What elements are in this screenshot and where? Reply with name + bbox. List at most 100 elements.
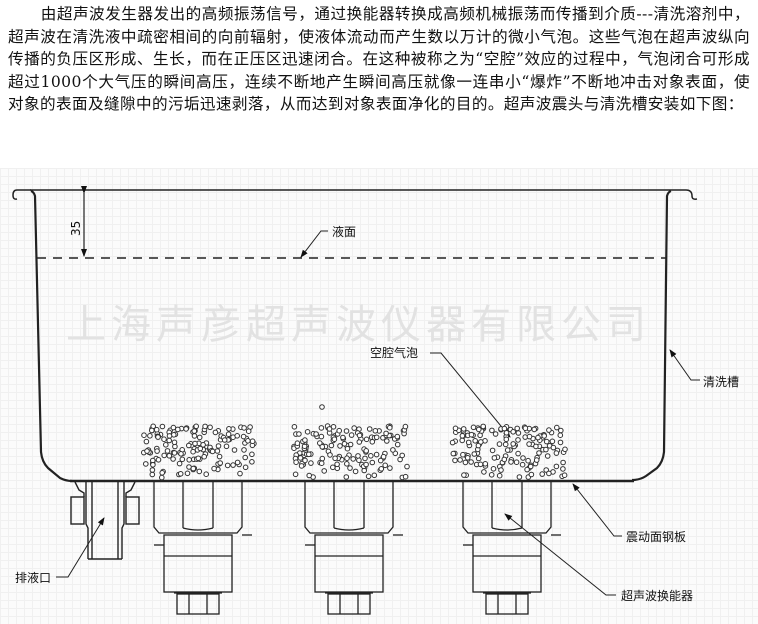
bubble	[221, 437, 228, 443]
bubble	[192, 440, 198, 447]
label-liquid-surface: 液面	[300, 224, 356, 258]
bubble	[461, 472, 467, 478]
bubble	[557, 439, 564, 446]
bubble	[533, 457, 540, 463]
bubble	[249, 438, 256, 445]
bubble	[245, 428, 252, 435]
svg-text:震动面钢板: 震动面钢板	[626, 530, 686, 544]
bubble	[319, 444, 326, 450]
bubble	[177, 471, 184, 477]
bubble	[478, 439, 484, 445]
bubble	[203, 471, 209, 478]
bubble	[224, 462, 231, 469]
bubble	[302, 437, 308, 443]
bubble	[337, 443, 343, 449]
bubble	[293, 459, 299, 466]
bubble	[234, 433, 240, 439]
bubble	[159, 474, 165, 481]
bubble	[306, 472, 313, 479]
bubble	[462, 459, 469, 466]
label-cavitation-bubbles: 空腔气泡	[370, 345, 511, 438]
bubble	[298, 463, 305, 469]
bubble	[399, 452, 406, 459]
bubble	[331, 436, 338, 443]
bubble	[489, 447, 496, 454]
bubble	[190, 465, 197, 472]
bubble	[196, 434, 203, 441]
bubble	[291, 424, 298, 430]
bubble	[355, 453, 361, 459]
bubble	[184, 470, 191, 477]
bubble	[369, 459, 376, 466]
bubble	[340, 434, 346, 441]
bubble	[217, 460, 223, 466]
bubble	[539, 471, 546, 477]
bubble	[143, 461, 149, 467]
bubble	[242, 464, 249, 471]
bubble	[215, 443, 222, 449]
bubble	[241, 425, 247, 431]
bubble	[328, 442, 335, 449]
bubble	[245, 438, 251, 444]
bubble	[318, 460, 325, 467]
bubble	[384, 438, 390, 444]
bubble	[297, 455, 304, 461]
bubble	[369, 439, 376, 445]
bubble	[459, 437, 466, 444]
bubble	[524, 466, 530, 473]
bubble	[196, 468, 203, 475]
bubble	[522, 425, 529, 432]
bubble	[533, 443, 539, 450]
bubble	[365, 473, 372, 480]
bubble	[490, 466, 497, 472]
bubble	[154, 448, 160, 454]
bubble	[150, 462, 156, 468]
bubble	[171, 450, 178, 456]
svg-text:排液口: 排液口	[15, 570, 51, 585]
bubble	[482, 461, 489, 467]
bubble	[193, 423, 199, 430]
bubble	[562, 446, 568, 453]
bubble	[387, 465, 393, 471]
bubble	[344, 445, 351, 452]
bubble	[166, 437, 172, 444]
bubble	[334, 461, 340, 468]
svg-text:空腔气泡: 空腔气泡	[370, 345, 418, 360]
bubble	[402, 423, 409, 430]
bubble	[159, 423, 166, 430]
bubble	[382, 462, 389, 469]
bubble	[249, 451, 255, 458]
bubble	[186, 457, 192, 463]
bubble	[166, 433, 173, 439]
cavitation-bubble-cluster	[291, 423, 410, 481]
bubble	[465, 439, 472, 446]
bubble	[242, 454, 248, 461]
bubble	[176, 460, 183, 467]
tank-outline	[12, 189, 698, 483]
label-transducer: 超声波换能器	[504, 513, 693, 603]
bubble	[526, 433, 533, 440]
bubble	[498, 467, 504, 473]
bubble	[153, 426, 160, 433]
bubble	[149, 427, 155, 434]
bubble	[363, 448, 370, 454]
bubble	[471, 451, 478, 457]
intro-paragraph: 由超声波发生器发出的高频振荡信号，通过换能器转换成高频机械振荡而传播到介质---…	[8, 5, 750, 114]
svg-text:清洗槽: 清洗槽	[703, 375, 739, 389]
bubble	[330, 464, 336, 471]
bubble	[336, 427, 343, 434]
bubble	[304, 429, 311, 435]
bubble	[553, 450, 560, 456]
bubble	[373, 434, 380, 441]
bubble	[306, 451, 312, 458]
bubble	[515, 450, 521, 457]
bubble	[508, 459, 514, 465]
bubble	[496, 472, 503, 479]
bubble	[143, 438, 150, 445]
bubble	[452, 457, 458, 464]
bubble	[504, 447, 511, 453]
bubble	[226, 426, 232, 432]
watermark: 上海声彦超声波仪器有限公司	[66, 302, 651, 348]
bubble	[526, 441, 532, 447]
bubble	[561, 472, 568, 479]
